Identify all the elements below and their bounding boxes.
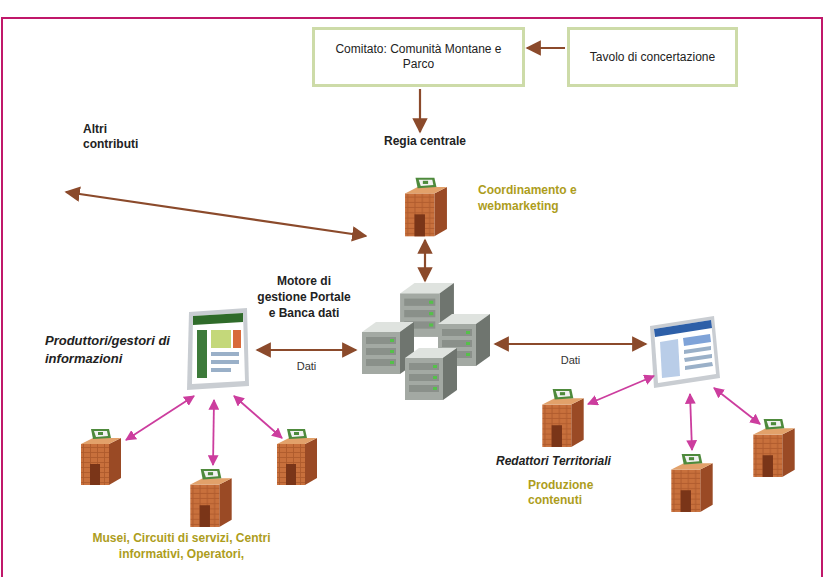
connector-arrow bbox=[419, 89, 421, 132]
node-text: Redattori Territoriali bbox=[496, 454, 646, 469]
coordination-node: Regia centraleCoordinamento e webmarketi… bbox=[372, 134, 478, 238]
committee-box: Comitato: Comunità Montane e Parco bbox=[312, 27, 525, 87]
node-text: Regia centrale bbox=[372, 134, 478, 149]
editors-screen: Redattori Territoriali bbox=[648, 316, 722, 388]
caption-label: Musei, Circuiti di servizi, Centri infor… bbox=[74, 530, 289, 562]
producers-screen: Produttori/gestori di informazioni bbox=[185, 308, 255, 390]
page-frame bbox=[2, 18, 822, 577]
connector-arrow bbox=[495, 343, 646, 345]
screen-icon bbox=[187, 308, 249, 390]
connector-arrow bbox=[527, 47, 565, 49]
node-text: Comitato: Comunità Montane e Parco bbox=[325, 42, 512, 72]
pink-arrows bbox=[126, 376, 760, 465]
edge-label: Dati bbox=[295, 360, 319, 372]
node-text: Motore di gestione Portale e Banca dati bbox=[254, 273, 354, 321]
screen-icon bbox=[650, 316, 720, 388]
caption-label: Produzione contenuti bbox=[528, 478, 606, 508]
house-icons bbox=[81, 389, 795, 527]
node-text: Coordinamento e webmarketing bbox=[478, 182, 603, 214]
side-label: Altri contributi bbox=[83, 122, 155, 152]
connector-arrow bbox=[257, 349, 356, 351]
server-cluster bbox=[362, 283, 490, 400]
node-text: Produttori/gestori di informazioni bbox=[45, 332, 179, 368]
node-text: Tavolo di concertazione bbox=[590, 50, 715, 65]
server-node: Motore di gestione Portale e Banca dati bbox=[358, 283, 493, 401]
contribution-arrow bbox=[66, 192, 366, 236]
edge-label: Dati bbox=[559, 354, 583, 366]
house-icon bbox=[405, 178, 447, 237]
table-box: Tavolo di concertazione bbox=[567, 27, 738, 87]
connector-arrow bbox=[424, 240, 426, 281]
